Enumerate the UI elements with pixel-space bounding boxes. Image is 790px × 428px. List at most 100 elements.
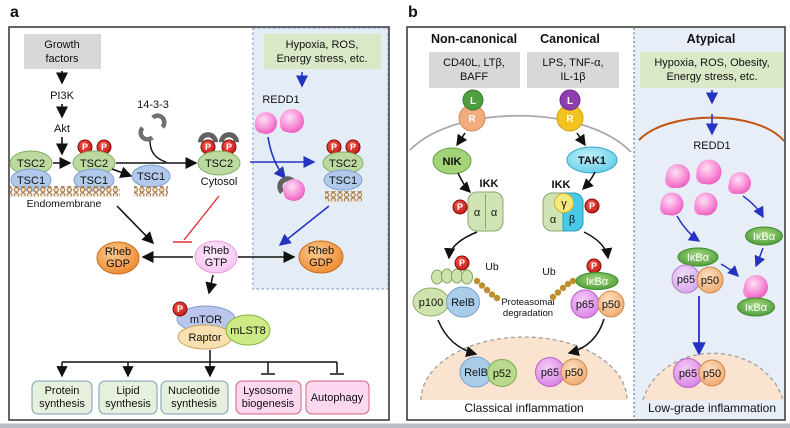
mtor-label: mTOR	[190, 314, 222, 326]
output-connectors	[56, 350, 344, 378]
bottom-strip	[0, 423, 790, 428]
tsc1-label: TSC1	[329, 175, 357, 187]
blue-arrow	[278, 205, 330, 246]
14-3-3-label: 14-3-3	[137, 99, 169, 111]
ikk-label: IKK	[552, 179, 571, 191]
rheb-gdp-ellipse	[298, 240, 344, 274]
gtp-label: GTP	[205, 257, 228, 269]
output-label: synthesis	[39, 398, 85, 410]
p50-label: p50	[703, 368, 721, 380]
arrow	[205, 274, 218, 295]
panel-b-letter: b	[408, 4, 418, 21]
ligand-label: LPS, TNF-α,	[542, 57, 603, 69]
output-box-autophagy	[305, 380, 370, 415]
phospho-label: P	[177, 304, 183, 314]
p50-label: p50	[565, 367, 583, 379]
arrow	[583, 231, 613, 260]
arrow	[444, 231, 478, 260]
gdp-label: GDP	[106, 258, 130, 270]
alpha-subunit-label: α	[550, 214, 557, 226]
tsc2-label: TSC2	[17, 158, 45, 170]
tak1-ellipse	[566, 146, 618, 174]
growth-factor-cascade: Growth factors PI3K Akt	[24, 34, 101, 156]
endomembrane-bilayer	[134, 186, 168, 197]
nucleus-border	[642, 352, 784, 401]
output-box-lysosome	[235, 380, 302, 415]
p100-label: p100	[419, 297, 443, 309]
inhibition-line	[183, 195, 220, 241]
blue-arrow	[754, 247, 766, 268]
arrow	[437, 319, 478, 357]
p65-p50-nuclear-classical: p65 p50	[535, 357, 588, 387]
redd1-label: REDD1	[262, 94, 299, 106]
output-label: biogenesis	[242, 398, 295, 410]
rheb-label: Rheb	[308, 245, 334, 257]
plasma-membrane	[409, 114, 632, 153]
rheb-gtp-ellipse	[194, 240, 238, 274]
p50-circle	[560, 358, 588, 386]
output-label: Lysosome	[243, 385, 293, 397]
p100-relb-complex: P p100 RelB	[412, 255, 480, 318]
red-inhibition	[173, 195, 220, 243]
ikba-blob	[677, 247, 719, 267]
p50-label: p50	[701, 275, 719, 287]
ikk-gamma-circle	[554, 193, 574, 213]
p50-circle	[696, 266, 724, 294]
tsc1-ellipse	[323, 169, 363, 191]
proteasomal-label: degradation	[503, 308, 553, 319]
blue-arrow	[742, 195, 764, 219]
ankyrin-repeat	[461, 269, 473, 285]
ankyrin-repeat	[431, 269, 443, 285]
tsc2-label: TSC2	[80, 158, 108, 170]
p65-label: p65	[677, 274, 695, 286]
nik-label: NIK	[443, 156, 462, 168]
stimuli-label: Energy stress, etc.	[666, 71, 757, 83]
phospho-label: P	[350, 142, 356, 152]
tsc-complex-restored: P P TSC2 TSC1	[322, 139, 364, 202]
stress-label: Energy stress, etc.	[276, 53, 367, 65]
ikba-p65-p50-atypical: IκBα p65 p50	[671, 247, 724, 294]
rheb-label: Rheb	[203, 245, 229, 257]
ub-label: Ub	[485, 261, 499, 273]
tsc1-label: TSC1	[80, 175, 108, 187]
phospho-label: P	[101, 142, 107, 152]
phospho-label: P	[457, 202, 463, 212]
ligand-label: BAFF	[460, 71, 488, 83]
output-label: Nucleotide	[168, 385, 220, 397]
p65-label: p65	[576, 299, 594, 311]
phospho-icon	[584, 198, 600, 214]
phospho-label: P	[459, 258, 465, 268]
ikk-alpha-alpha-complex: α α P	[452, 191, 504, 232]
tsc2-ellipse	[197, 150, 241, 176]
p52-label: p52	[493, 368, 511, 380]
stimuli-label: Hypoxia, ROS, Obesity,	[654, 57, 769, 69]
ub-chain-noncanonical: Ub	[473, 261, 501, 302]
relb-label: RelB	[464, 367, 488, 379]
endomembrane-bilayer	[325, 191, 362, 202]
free-ikba: IκBα	[745, 226, 783, 246]
alpha-subunit-label: α	[491, 207, 498, 219]
binding-curve	[149, 140, 167, 163]
phospho-label: P	[591, 261, 597, 271]
canonical-heading: Canonical	[540, 32, 600, 46]
p65-label: p65	[541, 367, 559, 379]
rheb-gdp-ellipse	[96, 241, 140, 275]
receptor-letter: R	[566, 114, 574, 125]
phospho-icon	[172, 301, 188, 317]
receptor-letter: R	[468, 114, 476, 125]
atypical-stimuli-box	[640, 52, 784, 88]
stress-stimuli-box	[264, 34, 381, 69]
lowgrade-inflammation-label: Low-grade inflammation	[648, 401, 776, 415]
phospho-label: P	[82, 142, 88, 152]
endomembrane-bilayer	[10, 186, 120, 197]
p65-label: p65	[679, 368, 697, 380]
p50-label: p50	[602, 299, 620, 311]
output-label: synthesis	[171, 398, 217, 410]
relb-ellipse	[446, 286, 480, 318]
phospho-label: P	[331, 142, 337, 152]
blue-arrow	[720, 263, 739, 277]
ikba-label: IκBα	[687, 252, 710, 264]
tsc1-label: TSC1	[17, 175, 45, 187]
output-box-protein	[31, 380, 93, 415]
ikba-blob	[745, 226, 783, 246]
